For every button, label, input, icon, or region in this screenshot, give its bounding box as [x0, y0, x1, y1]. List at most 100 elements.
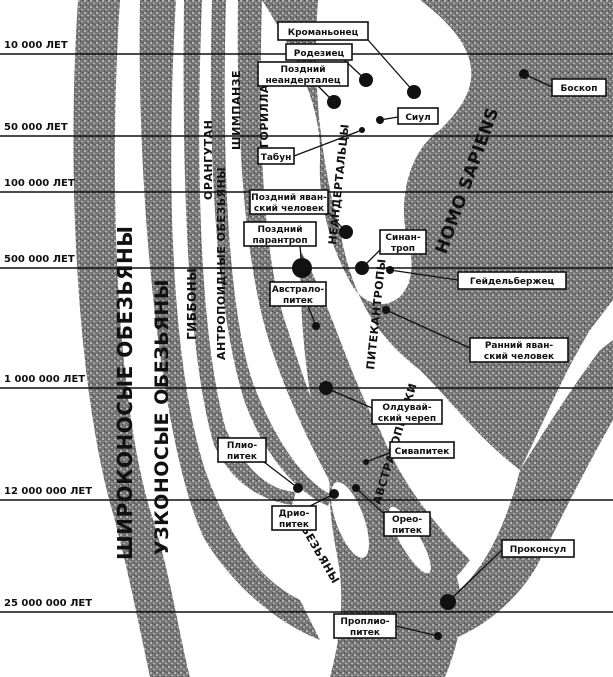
pozdniy-neandertalets-line1: Поздний	[280, 65, 325, 75]
label-box-pozdniy-neandertalets: Поздний неандерталец	[257, 61, 349, 87]
label-box-avstralopitek: Австрало- питек	[269, 281, 327, 307]
label-box-sivapitek: Сивапитек	[389, 441, 455, 459]
oreopitek-line2: питек	[392, 526, 422, 536]
sikul-text: Сиул	[405, 113, 430, 123]
avstralopitek-line2: питек	[283, 296, 313, 306]
pozdniy-yavanskiy-line2: ский человек	[254, 204, 324, 214]
sivapitek-text: Сивапитек	[395, 447, 450, 457]
label-box-sinantrop: Синан- троп	[379, 229, 427, 255]
band-orangutan	[210, 0, 332, 506]
dot-avstralopitek	[312, 322, 320, 330]
pliopitek-line1: Плио-	[227, 441, 258, 451]
time-label-t500k: 500 000 ЛЕТ	[4, 254, 75, 265]
leaders	[263, 39, 553, 640]
leader-ranniy-yavanskiy	[385, 309, 471, 349]
dot-sinantrop	[355, 261, 369, 275]
label-box-ranniy-yavanskiy: Ранний яван- ский человек	[469, 337, 569, 363]
leader-olduvayskiy	[325, 387, 373, 409]
propliopitek-line2: питек	[350, 628, 380, 638]
band-gap-2	[331, 482, 369, 558]
leader-prokonsul	[447, 549, 503, 603]
leader-boskop	[523, 73, 553, 88]
dot-driopitek	[329, 489, 339, 499]
label-box-kromanonets: Кроманьонец	[277, 21, 369, 41]
band-gibbony	[183, 0, 296, 505]
rodeziets-text: Родезиец	[294, 49, 345, 59]
dot-sikul	[376, 116, 384, 124]
leader-propliopitek	[395, 625, 439, 637]
label-box-olduvayskiy: Олдувай- ский череп	[371, 399, 443, 425]
dot-pozdniy-parantrop	[292, 258, 312, 278]
label-box-pliopitek: Плио- питек	[217, 437, 267, 463]
specimen-labels: Кроманьонец Родезиец Поздний неандертале…	[217, 21, 607, 639]
leader-geydelbergets	[389, 269, 459, 281]
label-box-boskop: Боскоп	[551, 78, 607, 97]
label-box-geydelbergets: Гейдельбержец	[457, 271, 567, 290]
dot-kromanonets	[407, 85, 421, 99]
dot-sivapitek	[363, 459, 369, 465]
leader-tabun	[293, 129, 363, 157]
label-box-driopitek: Дрио- питек	[271, 505, 317, 531]
prokonsul-text: Проконсул	[510, 545, 566, 555]
band-gap-1	[366, 145, 390, 255]
pliopitek-line2: питек	[227, 452, 257, 462]
label-shimpanze: ШИМПАНЗЕ	[230, 70, 243, 150]
kromanonets-text: Кроманьонец	[288, 28, 359, 38]
pozdniy-parantrop-line1: Поздний	[257, 225, 302, 235]
label-box-propliopitek: Проплио- питек	[333, 613, 397, 639]
label-box-pozdniy-parantrop: Поздний парантроп	[243, 221, 317, 247]
oreopitek-line1: Орео-	[392, 515, 422, 525]
dot-propliopitek	[434, 632, 442, 640]
time-label-t12m: 12 000 000 ЛЕТ	[4, 486, 92, 497]
time-label-t100k: 100 000 ЛЕТ	[4, 178, 75, 189]
dot-olduvayskiy	[319, 381, 333, 395]
tabun-text: Табун	[261, 152, 292, 163]
avstralopitek-line1: Австрало-	[272, 285, 325, 295]
label-uzkonosye: УЗКОНОСЫЕ ОБЕЗЬЯНЫ	[151, 279, 173, 555]
ranniy-yavanskiy-line2: ский человек	[484, 352, 554, 362]
band-uzkonosye	[139, 0, 320, 640]
label-box-pozdniy-yavanskiy: Поздний яван- ский человек	[249, 189, 329, 215]
band-shirokonosye	[73, 0, 190, 677]
boskop-text: Боскоп	[561, 84, 598, 94]
olduvayskiy-line1: Олдувай-	[382, 403, 431, 413]
dot-prokonsul	[440, 594, 456, 610]
sinantrop-line2: троп	[391, 244, 415, 254]
leader-pliopitek	[263, 461, 299, 489]
time-label-t25m: 25 000 000 ЛЕТ	[4, 598, 92, 609]
propliopitek-line1: Проплио-	[340, 617, 389, 627]
geydelbergets-text: Гейдельбержец	[470, 276, 555, 287]
dot-geydelbergets	[386, 266, 394, 274]
ranniy-yavanskiy-line1: Ранний яван-	[485, 341, 554, 351]
label-box-tabun: Табун	[257, 147, 295, 165]
band-shimpanze-gorilla	[237, 0, 350, 500]
leader-sivapitek	[365, 451, 393, 463]
dot-oreopitek	[352, 484, 360, 492]
band-homo-sapiens	[404, 0, 548, 253]
dot-pozdniy-neandertalets	[327, 95, 341, 109]
time-label-t1m: 1 000 000 ЛЕТ	[4, 374, 85, 385]
label-gibbony: ГИББОНЫ	[185, 268, 199, 340]
olduvayskiy-line2: ский череп	[378, 414, 436, 424]
leader-oreopitek	[355, 487, 385, 515]
dot-boskop	[519, 69, 529, 79]
label-orangutan: ОРАНГУТАН	[202, 120, 215, 200]
time-label-t10k: 10 000 ЛЕТ	[4, 40, 68, 51]
label-box-oreopitek: Орео- питек	[383, 511, 431, 537]
pozdniy-neandertalets-line2: неандерталец	[265, 76, 340, 86]
driopitek-line2: питек	[279, 520, 309, 530]
label-box-prokonsul: Проконсул	[501, 539, 575, 558]
label-gorilla: ГОРИЛЛА	[258, 84, 271, 148]
label-box-rodeziets: Родезиец	[285, 43, 353, 61]
dot-tabun	[359, 127, 365, 133]
label-box-sikul: Сиул	[397, 107, 439, 125]
dot-ranniy-yavanskiy	[382, 306, 390, 314]
dot-rodeziets	[359, 73, 373, 87]
label-shirokonosye: ШИРОКОНОСЫЕ ОБЕЗЬЯНЫ	[113, 226, 137, 560]
label-antropoidnye: АНТРОПОИДНЫЕ ОБЕЗЬЯНЫ	[215, 167, 228, 360]
pozdniy-yavanskiy-line1: Поздний яван-	[251, 193, 327, 203]
time-label-t50k: 50 000 ЛЕТ	[4, 122, 68, 133]
dot-pliopitek	[293, 483, 303, 493]
dot-pozdniy-yavanskiy	[339, 225, 353, 239]
pozdniy-parantrop-line2: парантроп	[252, 236, 307, 246]
